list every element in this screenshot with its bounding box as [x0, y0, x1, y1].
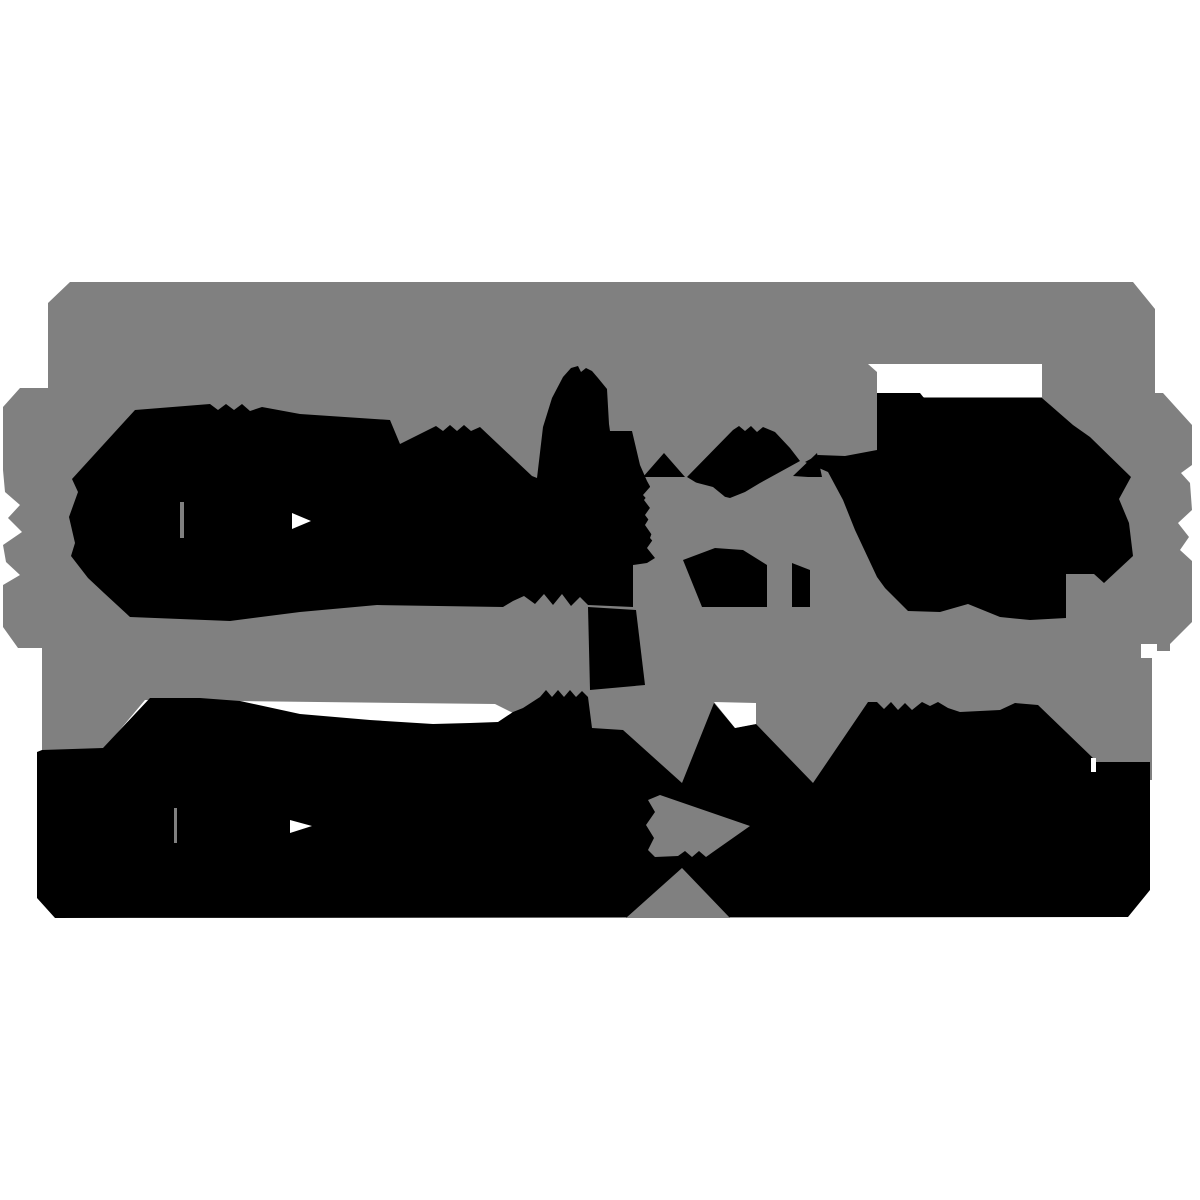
notch-row2-trapezoid	[714, 702, 756, 728]
slit-row2-gray	[174, 808, 177, 843]
blade-slot	[868, 364, 1042, 397]
ink-row1-mountain	[643, 453, 685, 477]
ink-row1-left-mass	[69, 366, 655, 621]
slit-row2-white	[1091, 758, 1096, 772]
ink-row1-lower-band	[683, 548, 767, 607]
gap-row2-wedge	[626, 868, 730, 918]
gap-row1-peanut	[643, 479, 810, 553]
ink-row1-upper-band	[687, 426, 800, 498]
notch-row2-triangle	[290, 820, 312, 833]
blade-corner-notch	[1141, 644, 1157, 658]
slit-row1	[180, 502, 184, 538]
notch-row1-triangle	[292, 513, 311, 529]
ink-row2-mass	[37, 690, 1150, 918]
gap-row2-arrowhead	[646, 795, 750, 857]
ink-row1-lower-band-2	[792, 563, 810, 607]
ink-row1-connector	[588, 607, 645, 690]
ink-row1-right-mass	[805, 393, 1133, 620]
